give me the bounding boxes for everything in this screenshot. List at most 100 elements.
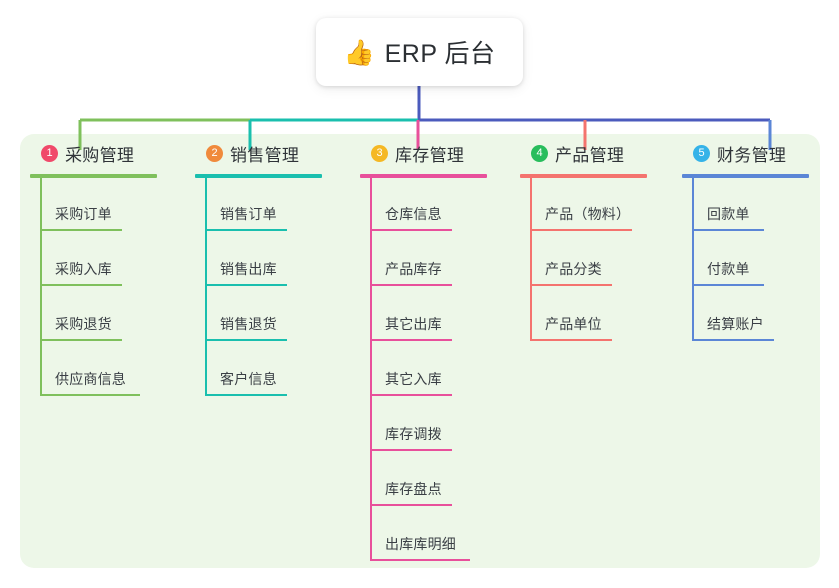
branch-column-2: 2 销售管理销售订单销售出库销售退货客户信息	[185, 134, 350, 396]
branch-item[interactable]: 采购订单	[40, 176, 185, 231]
branch-item[interactable]: 采购入库	[40, 231, 185, 286]
branch-item-label: 库存盘点	[385, 481, 442, 497]
branch-item-label: 产品库存	[385, 261, 442, 277]
branch-columns: 1 采购管理采购订单采购入库采购退货供应商信息 2 销售管理销售订单销售出库销售退货客…	[20, 134, 820, 568]
branch-item-label: 采购订单	[55, 206, 112, 222]
branch-item[interactable]: 其它入库	[370, 341, 515, 396]
root-node[interactable]: 👍 ERP 后台	[316, 18, 523, 86]
branch-badge-5: 5	[693, 144, 710, 162]
branch-items-5: 回款单付款单结算账户	[692, 176, 837, 341]
branch-item-rule	[370, 449, 452, 451]
branch-item-rule	[40, 339, 122, 341]
branch-item-rule	[205, 394, 287, 396]
branch-item[interactable]: 付款单	[692, 231, 837, 286]
branch-item-rule	[40, 229, 122, 231]
branch-item-label: 出库库明细	[385, 536, 456, 552]
branch-item-rule	[370, 504, 452, 506]
root-title: ERP 后台	[384, 40, 496, 68]
branch-item-rule	[40, 394, 140, 396]
branch-item-rule	[370, 284, 452, 286]
branch-item-label: 其它出库	[385, 316, 442, 332]
branch-item-rule	[205, 284, 287, 286]
branch-item-rule	[40, 284, 122, 286]
branch-item-label: 采购入库	[55, 261, 112, 277]
branch-header-3[interactable]: 3 库存管理	[350, 134, 515, 172]
branch-item-label: 结算账户	[707, 316, 764, 332]
branch-item-rule	[205, 339, 287, 341]
branch-item[interactable]: 其它出库	[370, 286, 515, 341]
branch-header-1[interactable]: 1 采购管理	[20, 134, 185, 172]
branch-item[interactable]: 出库库明细	[370, 506, 515, 561]
branch-title-5: 财务管理	[717, 145, 787, 165]
branch-item-label: 产品单位	[545, 316, 602, 332]
branch-item-rule	[530, 284, 612, 286]
branch-items-2: 销售订单销售出库销售退货客户信息	[205, 176, 350, 396]
branch-item-label: 回款单	[707, 206, 750, 222]
branch-item[interactable]: 结算账户	[692, 286, 837, 341]
branch-title-4: 产品管理	[555, 145, 625, 165]
branch-badge-4: 4	[531, 144, 548, 162]
branch-item[interactable]: 产品单位	[530, 286, 675, 341]
branch-item-rule	[370, 229, 452, 231]
branch-badge-2: 2	[206, 144, 223, 162]
branch-item-label: 产品分类	[545, 261, 602, 277]
branch-item-label: 供应商信息	[55, 371, 126, 387]
branch-item[interactable]: 产品（物料）	[530, 176, 675, 231]
branch-item[interactable]: 供应商信息	[40, 341, 185, 396]
branch-spine-4	[530, 176, 532, 341]
branch-item[interactable]: 回款单	[692, 176, 837, 231]
branch-column-3: 3 库存管理仓库信息产品库存其它出库其它入库库存调拨库存盘点出库库明细	[350, 134, 515, 561]
branch-item-label: 销售出库	[220, 261, 277, 277]
branch-spine-2	[205, 176, 207, 396]
branch-header-rule-4	[520, 174, 647, 178]
branch-item-rule	[370, 339, 452, 341]
branch-item-rule	[530, 339, 612, 341]
branch-spine-3	[370, 176, 372, 561]
branch-items-1: 采购订单采购入库采购退货供应商信息	[40, 176, 185, 396]
branch-item[interactable]: 客户信息	[205, 341, 350, 396]
branch-item-rule	[692, 284, 764, 286]
branch-column-4: 4 产品管理产品（物料） 产品分类产品单位	[510, 134, 675, 341]
branches-panel	[20, 134, 820, 568]
branch-item-label: 销售订单	[220, 206, 277, 222]
branch-item[interactable]: 产品库存	[370, 231, 515, 286]
branch-item-rule	[692, 339, 774, 341]
branch-item-label: 销售退货	[220, 316, 277, 332]
branch-spine-5	[692, 176, 694, 341]
branch-header-rule-5	[682, 174, 809, 178]
branch-badge-1: 1	[41, 144, 58, 162]
branch-item-label: 库存调拨	[385, 426, 442, 442]
branch-item[interactable]: 产品分类	[530, 231, 675, 286]
branch-title-1: 采购管理	[65, 145, 135, 165]
branch-item-rule	[370, 394, 452, 396]
branch-header-rule-1	[30, 174, 157, 178]
branch-items-3: 仓库信息产品库存其它出库其它入库库存调拨库存盘点出库库明细	[370, 176, 515, 561]
branch-item[interactable]: 仓库信息	[370, 176, 515, 231]
branch-item-label: 其它入库	[385, 371, 442, 387]
branch-item-label: 仓库信息	[385, 206, 442, 222]
branch-item[interactable]: 销售订单	[205, 176, 350, 231]
branch-title-2: 销售管理	[230, 145, 300, 165]
branch-item[interactable]: 销售出库	[205, 231, 350, 286]
branch-item-rule	[692, 229, 764, 231]
branch-header-2[interactable]: 2 销售管理	[185, 134, 350, 172]
branch-badge-3: 3	[371, 144, 388, 162]
branch-item-label: 付款单	[707, 261, 750, 277]
branch-item-rule	[370, 559, 470, 561]
branch-spine-1	[40, 176, 42, 396]
branch-item[interactable]: 库存调拨	[370, 396, 515, 451]
branch-header-rule-2	[195, 174, 322, 178]
branch-column-5: 5 财务管理回款单付款单结算账户	[672, 134, 837, 341]
branch-item-label: 客户信息	[220, 371, 277, 387]
branch-header-5[interactable]: 5 财务管理	[672, 134, 837, 172]
branch-title-3: 库存管理	[395, 145, 465, 165]
branch-item[interactable]: 采购退货	[40, 286, 185, 341]
branch-item-rule	[205, 229, 287, 231]
branch-item-rule	[530, 229, 632, 231]
branch-column-1: 1 采购管理采购订单采购入库采购退货供应商信息	[20, 134, 185, 396]
branch-item-label: 采购退货	[55, 316, 112, 332]
branch-header-4[interactable]: 4 产品管理	[510, 134, 675, 172]
branch-item[interactable]: 销售退货	[205, 286, 350, 341]
branch-item[interactable]: 库存盘点	[370, 451, 515, 506]
